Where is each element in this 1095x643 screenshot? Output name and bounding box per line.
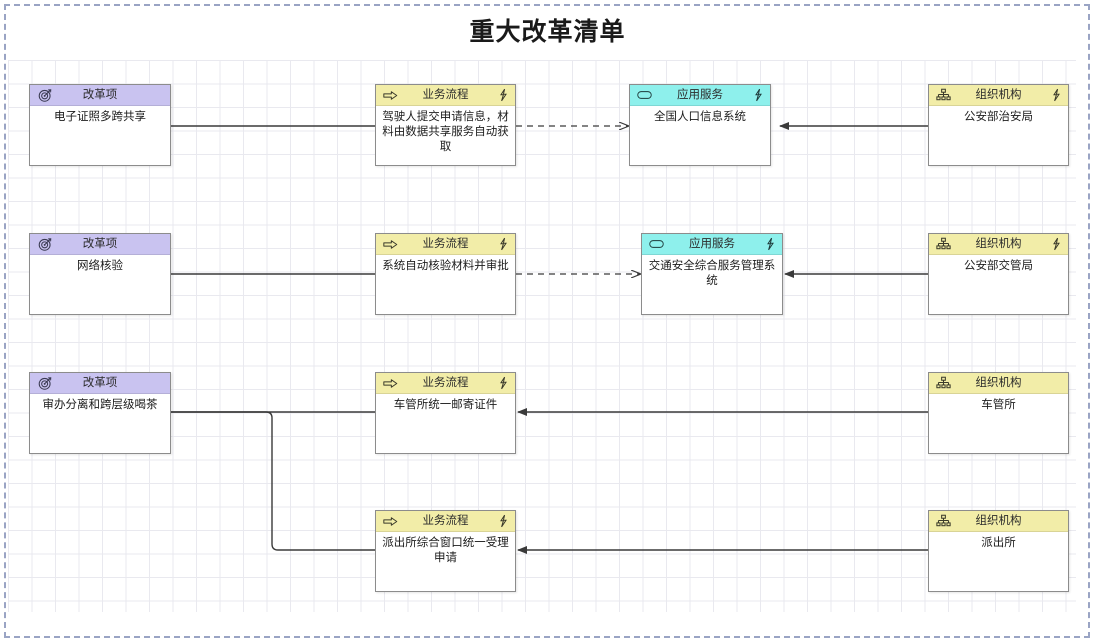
node-header: 业务流程 — [376, 373, 515, 394]
lightning-bolt-icon — [498, 514, 509, 528]
node-service-r1[interactable]: 应用服务 全国人口信息系统 — [629, 84, 771, 166]
node-header: 应用服务 — [642, 234, 782, 255]
node-type-label: 应用服务 — [689, 236, 735, 251]
node-type-label: 组织机构 — [975, 375, 1022, 390]
node-header: 组织机构 — [929, 85, 1068, 106]
node-type-label: 改革项 — [82, 236, 118, 251]
node-name: 电子证照多跨共享 — [54, 109, 146, 123]
org-chart-icon — [936, 514, 951, 529]
node-type-label: 业务流程 — [422, 87, 469, 102]
node-reform-r3[interactable]: 改革项 审办分离和跨层级喝茶 — [29, 372, 171, 454]
node-header: 业务流程 — [376, 85, 515, 106]
lightning-bolt-icon — [765, 237, 776, 251]
lightning-bolt-icon — [498, 237, 509, 251]
node-name: 公安部交管局 — [964, 258, 1033, 272]
node-name: 驾驶人提交申请信息，材料由数据共享服务自动获取 — [382, 109, 509, 153]
lightning-bolt-icon — [498, 376, 509, 390]
node-process-r2[interactable]: 业务流程 系统自动核验材料并审批 — [375, 233, 516, 315]
node-header: 应用服务 — [630, 85, 770, 106]
target-icon — [37, 237, 52, 252]
node-name: 车管所 — [981, 397, 1016, 411]
node-header: 业务流程 — [376, 234, 515, 255]
node-reform-r1[interactable]: 改革项 电子证照多跨共享 — [29, 84, 171, 166]
node-type-label: 组织机构 — [975, 87, 1022, 102]
lightning-bolt-icon — [1051, 88, 1062, 102]
target-icon — [37, 88, 52, 103]
node-type-label: 组织机构 — [975, 513, 1022, 528]
arrow-right-icon — [383, 237, 398, 252]
node-header: 组织机构 — [929, 373, 1068, 394]
node-header: 改革项 — [30, 85, 170, 106]
node-type-label: 业务流程 — [422, 236, 469, 251]
node-type-label: 应用服务 — [677, 87, 723, 102]
node-org-r3[interactable]: 组织机构 车管所 — [928, 372, 1069, 454]
org-chart-icon — [936, 376, 951, 391]
node-header: 改革项 — [30, 373, 170, 394]
node-type-label: 业务流程 — [422, 513, 469, 528]
arrow-right-icon — [383, 376, 398, 391]
node-name: 网络核验 — [77, 258, 123, 272]
node-process-r3[interactable]: 业务流程 车管所统一邮寄证件 — [375, 372, 516, 454]
node-reform-r2[interactable]: 改革项 网络核验 — [29, 233, 171, 315]
node-process-r4[interactable]: 业务流程 派出所综合窗口统一受理申请 — [375, 510, 516, 592]
arrow-right-icon — [383, 88, 398, 103]
node-service-r2[interactable]: 应用服务 交通安全综合服务管理系统 — [641, 233, 783, 315]
lightning-bolt-icon — [498, 88, 509, 102]
node-type-label: 改革项 — [82, 87, 118, 102]
target-icon — [37, 376, 52, 391]
rounded-rect-icon — [649, 237, 664, 252]
node-header: 组织机构 — [929, 511, 1068, 532]
page-title: 重大改革清单 — [469, 17, 626, 46]
node-name: 公安部治安局 — [964, 109, 1033, 123]
node-name: 交通安全综合服务管理系统 — [648, 258, 776, 287]
node-name: 全国人口信息系统 — [654, 109, 746, 123]
org-chart-icon — [936, 237, 951, 252]
node-name: 系统自动核验材料并审批 — [382, 258, 509, 272]
node-name: 派出所综合窗口统一受理申请 — [382, 535, 509, 564]
node-name: 车管所统一邮寄证件 — [393, 397, 498, 411]
node-process-r1[interactable]: 业务流程 驾驶人提交申请信息，材料由数据共享服务自动获取 — [375, 84, 516, 166]
node-header: 改革项 — [30, 234, 170, 255]
org-chart-icon — [936, 88, 951, 103]
rounded-rect-icon — [637, 88, 652, 103]
node-header: 组织机构 — [929, 234, 1068, 255]
lightning-bolt-icon — [1051, 237, 1062, 251]
node-type-label: 改革项 — [82, 375, 118, 390]
node-org-r2[interactable]: 组织机构 公安部交管局 — [928, 233, 1069, 315]
node-header: 业务流程 — [376, 511, 515, 532]
lightning-bolt-icon — [753, 88, 764, 102]
node-name: 派出所 — [981, 535, 1016, 549]
node-org-r4[interactable]: 组织机构 派出所 — [928, 510, 1069, 592]
node-type-label: 组织机构 — [975, 236, 1022, 251]
node-type-label: 业务流程 — [422, 375, 469, 390]
node-org-r1[interactable]: 组织机构 公安部治安局 — [928, 84, 1069, 166]
node-name: 审办分离和跨层级喝茶 — [42, 397, 158, 411]
arrow-right-icon — [383, 514, 398, 529]
